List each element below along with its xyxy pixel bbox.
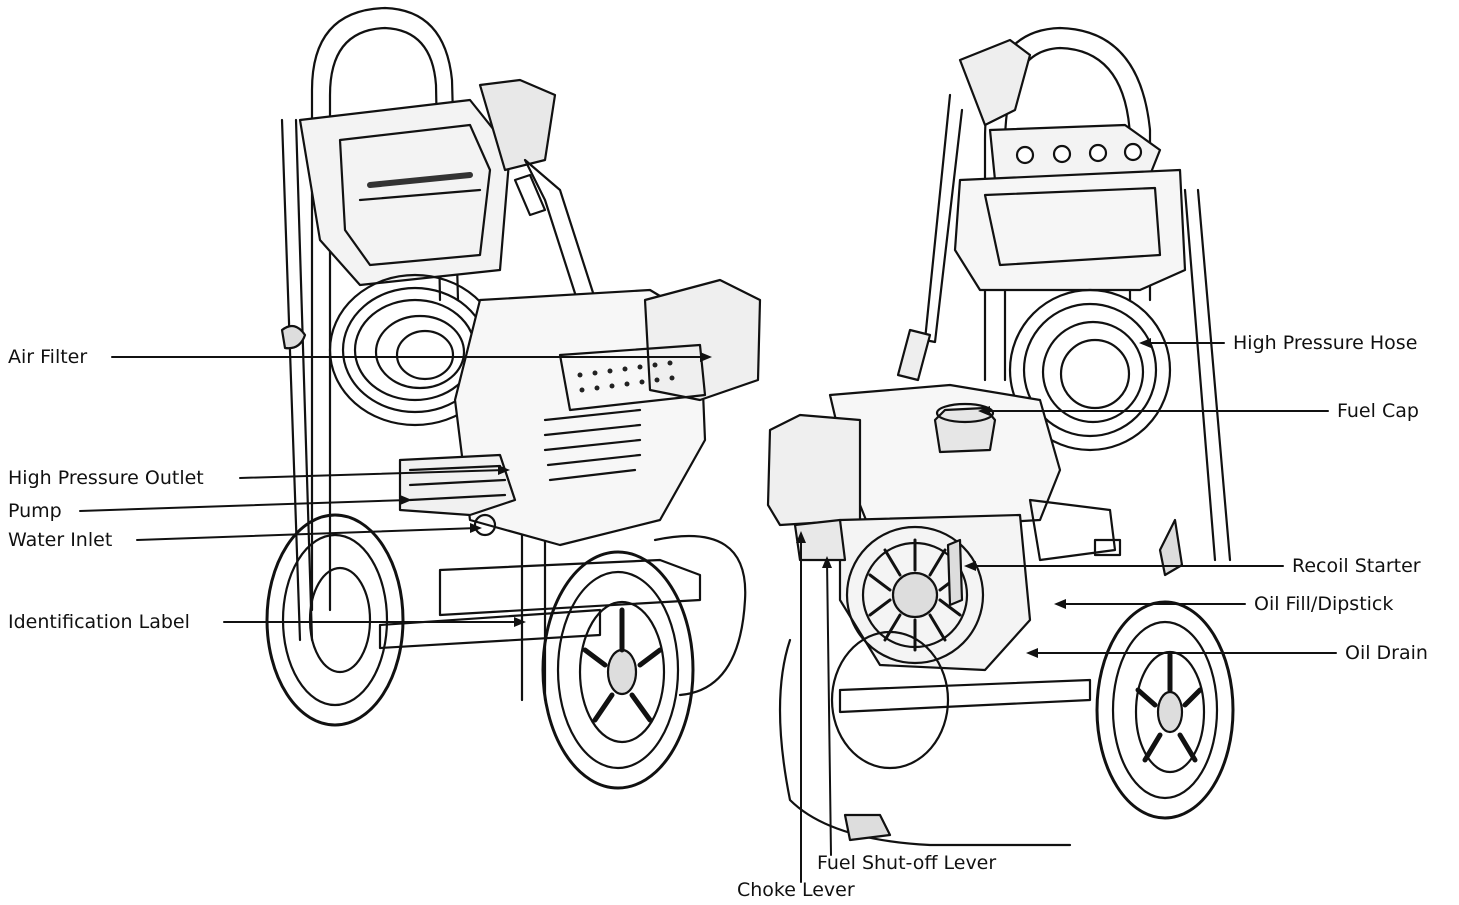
- label-fuel-cap: Fuel Cap: [1337, 400, 1419, 422]
- leader-lines: [79, 342, 1337, 883]
- label-oil-drain: Oil Drain: [1345, 642, 1428, 664]
- label-air-filter: Air Filter: [8, 346, 88, 368]
- label-fuel-shutoff-lever: Fuel Shut-off Lever: [817, 852, 997, 874]
- label-water-inlet: Water Inlet: [8, 529, 113, 551]
- label-choke-lever: Choke Lever: [737, 879, 855, 901]
- left-unit-drawing: [265, 6, 762, 790]
- label-high-pressure-outlet: High Pressure Outlet: [8, 467, 204, 489]
- label-recoil-starter: Recoil Starter: [1292, 555, 1421, 577]
- label-high-pressure-hose: High Pressure Hose: [1233, 332, 1418, 354]
- label-oil-fill-dipstick: Oil Fill/Dipstick: [1254, 593, 1394, 615]
- label-pump: Pump: [8, 500, 62, 522]
- right-unit-drawing: [766, 26, 1235, 847]
- leader-arrowheads: [400, 338, 1151, 658]
- label-identification-label: Identification Label: [8, 611, 190, 633]
